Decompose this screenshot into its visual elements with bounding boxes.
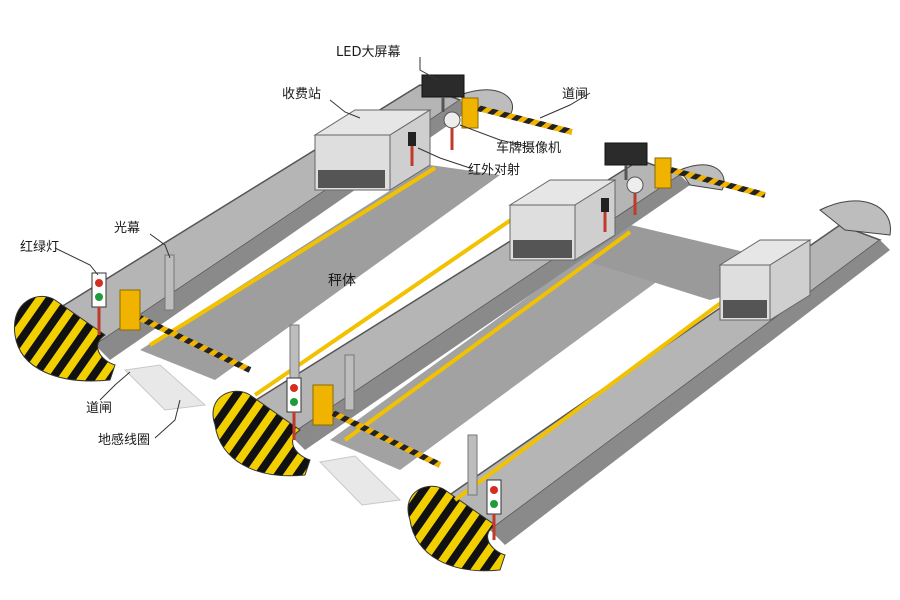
toll-booth-1 — [313, 109, 432, 191]
label-led-screen: LED大屏幕 — [336, 45, 400, 60]
toll-booth-2 — [508, 179, 617, 261]
infrared-post-1 — [408, 132, 416, 166]
traffic-light-2 — [286, 377, 302, 440]
hazard-curb-2 — [212, 390, 311, 477]
barrier-gate-near-2 — [312, 384, 442, 468]
light-curtain-1 — [164, 254, 175, 311]
label-ground-loop: 地感线圈 — [98, 432, 150, 448]
lane-lines — [148, 166, 747, 502]
plate-camera-1 — [443, 111, 461, 150]
hazard-curb-1 — [14, 295, 116, 382]
label-barrier-bottom: 道闸 — [86, 401, 112, 416]
barrier-gate-far-2 — [654, 157, 766, 198]
leader-lines — [54, 57, 591, 439]
ground-loop-1 — [123, 364, 207, 411]
barrier-gate-far-1 — [461, 97, 573, 135]
lane-1 — [140, 165, 500, 380]
led-screen-1 — [421, 74, 465, 112]
barrier-gate-near-1 — [119, 289, 252, 373]
traffic-light-1 — [91, 272, 107, 335]
lane-2 — [330, 230, 700, 470]
label-light-curtain: 光幕 — [114, 221, 140, 236]
light-curtain-2 — [289, 324, 300, 386]
led-screen-2 — [604, 142, 648, 180]
label-toll-booth: 收费站 — [282, 87, 321, 102]
light-curtain-3 — [344, 354, 355, 411]
label-infrared: 红外对射 — [468, 162, 520, 178]
label-traffic-light: 红绿灯 — [20, 239, 59, 255]
plate-camera-2 — [626, 176, 644, 215]
ground-loops — [123, 364, 402, 506]
label-plate-camera: 车牌摄像机 — [496, 140, 561, 156]
label-barrier-top: 道闸 — [562, 87, 588, 102]
ground-loop-2 — [318, 455, 402, 506]
infrared-post-2 — [601, 198, 609, 232]
light-curtain-4 — [467, 434, 478, 496]
traffic-light-3 — [486, 479, 502, 540]
hazard-curb-3 — [407, 485, 506, 572]
toll-booth-3 — [718, 239, 812, 321]
label-scale-body: 秤体 — [328, 273, 356, 289]
